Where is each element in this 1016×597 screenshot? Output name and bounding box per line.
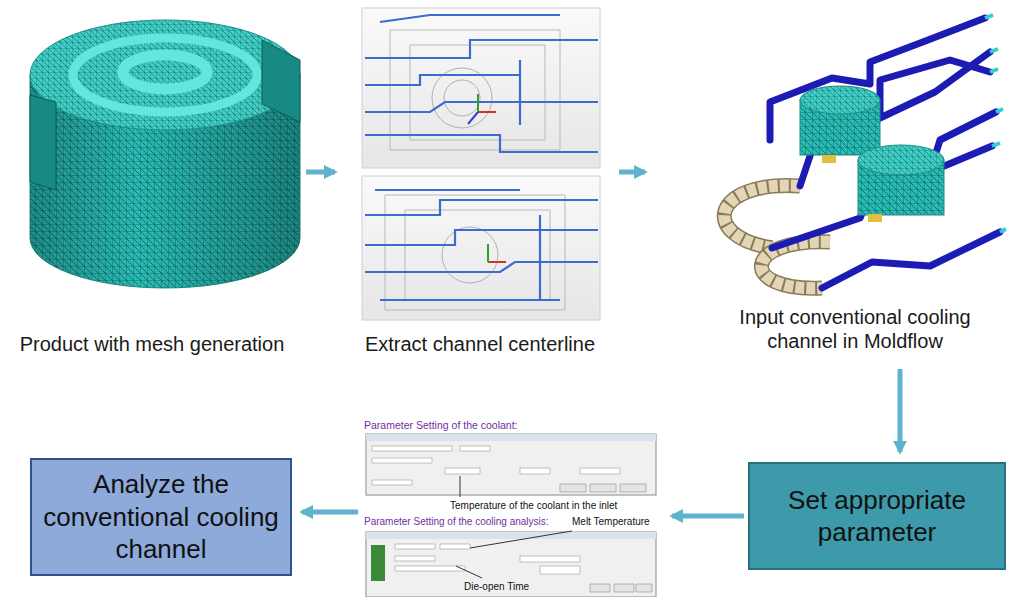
caption-text: Parameter Setting of the cooling analysi…	[364, 516, 549, 528]
axis-y	[487, 244, 489, 262]
figure-step: Input conventional cooling channel in Mo…	[655, 0, 1010, 365]
right-notch	[262, 40, 300, 122]
dialog-thumbnail	[371, 545, 385, 581]
flow-arrow	[306, 170, 335, 175]
box-label: Set appropriate parameter	[760, 484, 994, 549]
cylinder-top	[30, 20, 300, 130]
caption-text: Input conventional cooling channel in Mo…	[705, 305, 1005, 353]
axis-y	[477, 94, 479, 112]
dialog-window	[366, 532, 656, 597]
dialog-fields	[372, 446, 620, 485]
channel-centerline	[365, 190, 598, 300]
channel-centerline	[365, 15, 598, 152]
outer-ring	[73, 38, 257, 112]
caption-text: Temperature of the coolant in the inlet	[450, 500, 617, 512]
result-box: Analyze the conventional cooling channel	[30, 458, 292, 576]
axis-z	[468, 112, 478, 124]
gate-marker	[822, 155, 836, 163]
channel-end	[985, 15, 1006, 232]
dialog-fields	[395, 544, 580, 574]
wireframe	[390, 30, 560, 150]
part-cavity-top	[800, 86, 880, 114]
caption-text: Die-open Time	[462, 581, 531, 593]
dialog-buttons	[590, 584, 652, 592]
wireframe-circle	[444, 80, 480, 116]
screenshot-step: Parameter Setting of the coolant: Tempera…	[362, 418, 662, 597]
mesh-product	[30, 20, 300, 288]
caption-text: Melt Temperature	[572, 516, 650, 528]
inner-ring	[123, 55, 207, 89]
left-notch	[30, 95, 56, 190]
flow-arrow	[302, 510, 358, 515]
caption-text: Extract channel centerline	[345, 332, 615, 356]
moldflow-model	[724, 15, 1006, 288]
process-box: Set appropriate parameter	[748, 462, 1006, 570]
dialog-titlebar	[366, 434, 656, 441]
wireframe	[385, 195, 565, 310]
cooling-channel	[770, 18, 1000, 288]
screenshot-frame	[362, 176, 600, 320]
wireframe-circle	[442, 227, 498, 283]
centerline-screenshots	[362, 8, 600, 320]
figure-step: Extract channel centerline	[345, 0, 615, 365]
wireframe-circle	[432, 68, 492, 128]
part-cavity-top	[858, 145, 944, 175]
flow-arrow	[672, 514, 744, 519]
figure-step: Product with mesh generation	[2, 0, 302, 365]
screenshot-frame	[362, 8, 600, 168]
gate-marker	[868, 214, 882, 222]
parameter-screenshot	[366, 434, 656, 597]
dialog-window	[366, 434, 656, 495]
dialog-titlebar	[366, 532, 656, 539]
box-label: Analyze the conventional cooling channel	[42, 468, 280, 566]
dialog-buttons	[560, 484, 646, 492]
caption-text: Parameter Setting of the coolant:	[364, 419, 518, 432]
flow-arrow	[619, 170, 645, 175]
caption-text: Product with mesh generation	[2, 332, 302, 356]
flow-arrow	[898, 369, 903, 452]
axis-x	[478, 111, 496, 113]
axis-x	[488, 261, 506, 263]
